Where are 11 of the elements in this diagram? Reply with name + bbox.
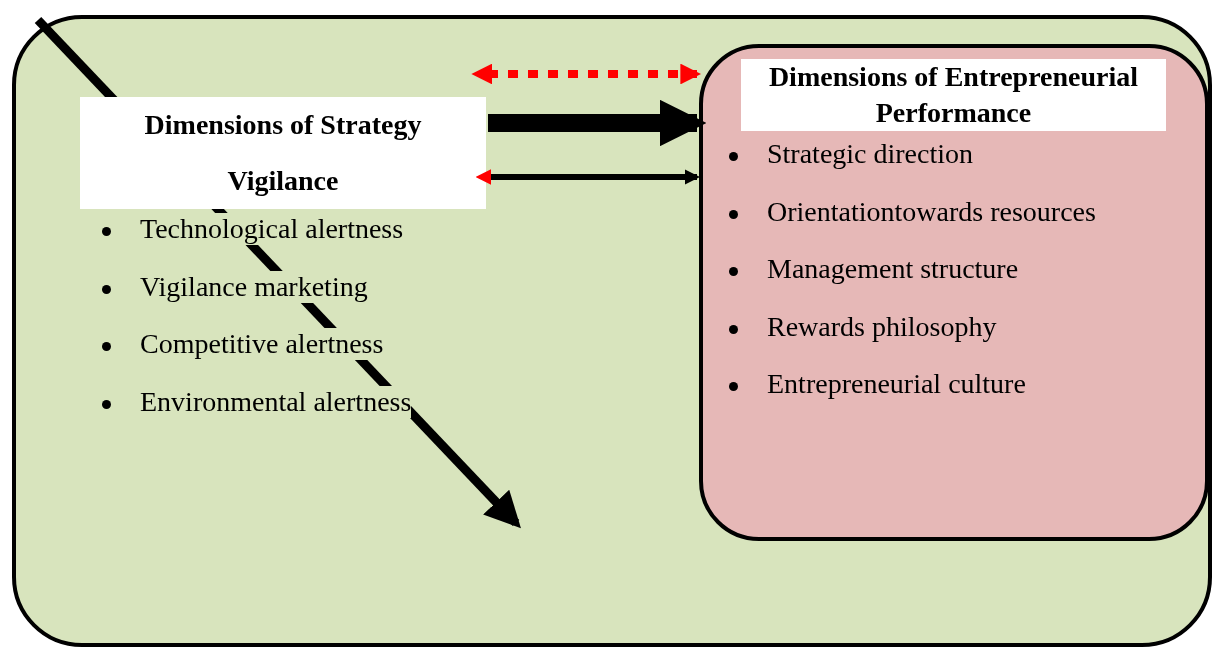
heading-label: Dimensions of Entrepreneurial Performance [741,59,1166,131]
bullet-item: Vigilance marketing [102,270,368,303]
bullet-item: Competitive alertness [102,328,384,360]
arrow [475,169,701,185]
bullet-item: Technological alertness [102,213,404,245]
rounded-panel [12,15,1212,647]
rounded-box [699,44,1209,541]
arrow [471,63,702,85]
arrow [488,99,707,147]
heading-box: Dimensions of Strategy Vigilance [80,97,486,209]
bullet-item: Environmental alertness [102,385,412,418]
